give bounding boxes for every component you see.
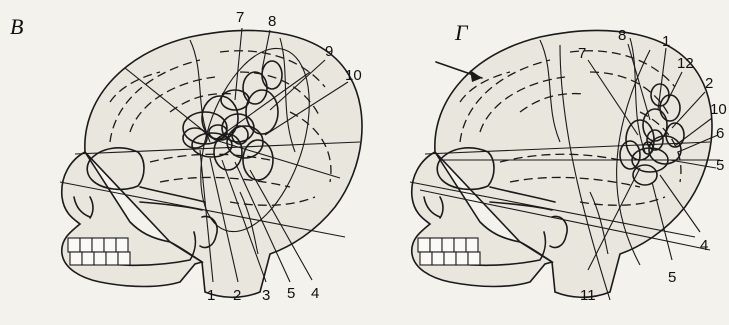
label-10: 10 [345, 67, 362, 84]
label-12: 12 [677, 55, 694, 72]
label-1: 1 [662, 33, 670, 50]
label-7: 7 [578, 45, 586, 62]
label-5: 5 [668, 269, 676, 286]
label-7: 7 [236, 9, 244, 26]
label-5: 5 [287, 285, 295, 302]
label-3: 3 [262, 287, 270, 304]
panel-g-label: Г [454, 20, 469, 45]
label-1: 1 [207, 287, 215, 304]
label-4: 4 [311, 285, 319, 302]
label-9: 9 [325, 43, 333, 60]
label-8: 8 [268, 13, 276, 30]
label-5: 5 [716, 157, 724, 174]
label-2: 2 [233, 287, 241, 304]
panel-b: В [10, 9, 362, 304]
label-2: 2 [705, 75, 713, 92]
label-10: 10 [710, 101, 727, 118]
label-8: 8 [618, 27, 626, 44]
label-6: 6 [716, 125, 724, 142]
label-4: 4 [700, 237, 708, 254]
panel-b-label: В [10, 14, 23, 39]
panel-g: Г [410, 20, 727, 304]
label-11: 11 [580, 287, 596, 304]
